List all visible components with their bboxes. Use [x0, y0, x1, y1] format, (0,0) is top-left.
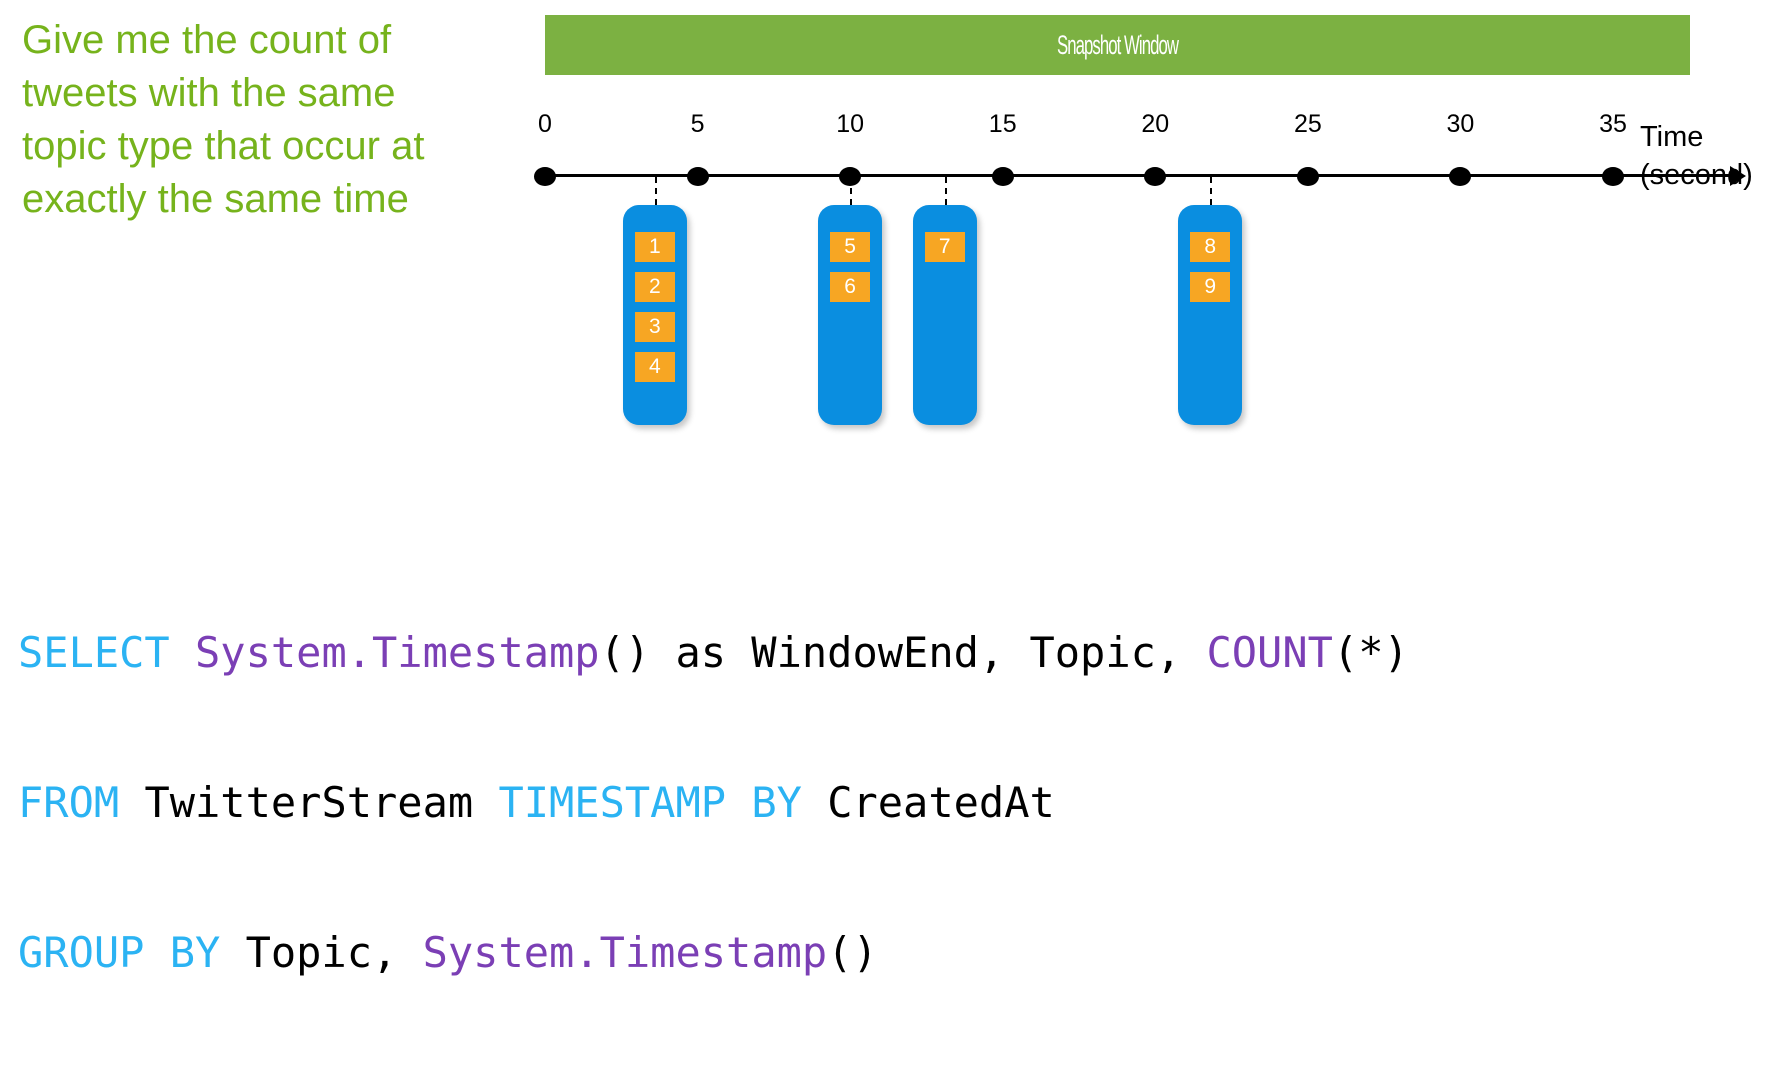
timeline-tick-dot: [686, 167, 709, 186]
axis-caption: Time (second): [1640, 118, 1753, 194]
event-group-box: 1 2 3 4: [622, 205, 687, 425]
sql-token: (*): [1332, 628, 1409, 677]
timeline-tick-label: 0: [538, 110, 552, 138]
timeline-axis-arrowhead: [1730, 166, 1746, 186]
snapshot-window-banner: Snapshot Window: [545, 15, 1690, 75]
event-tile: 5: [830, 232, 871, 262]
timeline-tick-dot: [1449, 167, 1472, 186]
event-group-box: 7: [912, 205, 977, 425]
timeline-tick-dot: [839, 167, 862, 186]
axis-caption-line2: (second): [1640, 159, 1753, 191]
event-tile: 7: [924, 232, 965, 262]
timeline-tick-dot: [1602, 167, 1624, 186]
timeline-tick-dot: [1144, 167, 1167, 186]
sql-token: TwitterStream: [144, 778, 499, 827]
event-tile: 6: [830, 272, 871, 302]
event-tile: 2: [634, 272, 675, 302]
event-tile: 1: [634, 232, 675, 262]
timeline-tick-dot: [1296, 167, 1319, 186]
event-leader-line: [944, 177, 947, 205]
sql-token: SELECT: [18, 628, 196, 677]
slide-canvas: Give me the count of tweets with the sam…: [18, 15, 1753, 977]
sql-query-block: SELECT System.Timestamp() as WindowEnd, …: [18, 528, 1409, 1078]
event-leader-line: [654, 177, 657, 205]
sql-token: Topic,: [245, 928, 423, 977]
timeline-tick-label: 15: [988, 110, 1017, 138]
sql-token: (): [827, 928, 878, 977]
event-tile: 3: [634, 312, 675, 342]
timeline-tick-label: 20: [1141, 110, 1170, 138]
timeline-tick-label: 25: [1293, 110, 1322, 138]
sql-token: FROM: [18, 778, 145, 827]
timeline-tick-label: 30: [1446, 110, 1475, 138]
timeline-tick-label: 5: [690, 110, 705, 138]
sql-token: System.Timestamp: [422, 928, 828, 977]
timeline-tick-label: 35: [1599, 110, 1627, 138]
sql-token: COUNT: [1206, 628, 1333, 677]
timeline-tick-label: 10: [836, 110, 865, 138]
timeline-tick-dot: [991, 167, 1014, 186]
timeline-axis-line: [545, 174, 1735, 177]
sql-token: TIMESTAMP BY: [498, 778, 828, 827]
sql-line-2: FROM TwitterStream TIMESTAMP BY CreatedA…: [18, 778, 1409, 828]
event-leader-line: [850, 177, 853, 205]
sql-token: System.Timestamp: [195, 628, 600, 677]
timeline-tick-dot: [534, 167, 556, 186]
sql-line-3: GROUP BY Topic, System.Timestamp(): [18, 928, 1409, 978]
event-tile: 8: [1190, 232, 1231, 262]
event-leader-line: [1210, 177, 1213, 205]
event-tile: 9: [1190, 272, 1231, 302]
event-tile: 4: [634, 352, 675, 382]
sql-token: CreatedAt: [827, 778, 1055, 827]
prompt-text: Give me the count of tweets with the sam…: [22, 18, 436, 221]
axis-caption-line1: Time: [1640, 121, 1704, 153]
snapshot-window-banner-label: Snapshot Window: [1057, 29, 1179, 60]
sql-token: () as WindowEnd, Topic,: [599, 628, 1207, 677]
sql-token: GROUP BY: [18, 928, 246, 977]
sql-line-1: SELECT System.Timestamp() as WindowEnd, …: [18, 628, 1409, 678]
